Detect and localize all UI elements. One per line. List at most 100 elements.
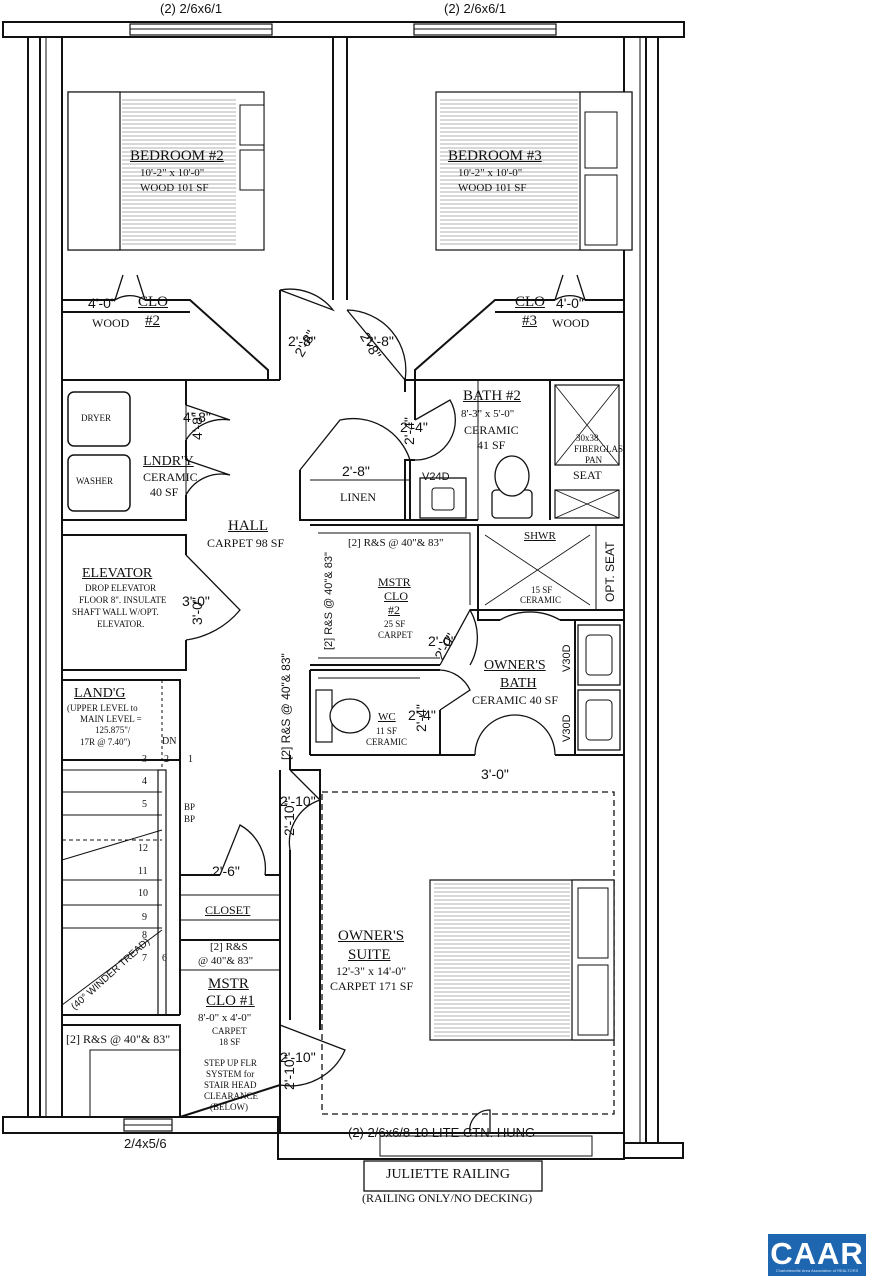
door-bed3: 2'-8" [366, 333, 394, 349]
door-elevator: 3'-0" [182, 593, 210, 609]
door-hall-suite: 2'-10" [280, 793, 316, 809]
interior-walls [61, 37, 625, 1133]
door-bath2: 2'-4" [400, 419, 428, 435]
juliette-railing [363, 1160, 543, 1192]
bottom-rs: [2] R&S @ 40"& 83" [66, 1032, 171, 1046]
step-up-l4: CLEARANCE [204, 1091, 258, 1101]
mstr-clo2-rs-side: [2] R&S @ 40"& 83" [323, 552, 335, 650]
stair-step-number: 4 [142, 776, 147, 787]
stair-step-number: 8 [142, 930, 147, 941]
clo2-name: CLO [138, 294, 168, 310]
step-up-l1: STEP UP FLR [204, 1058, 257, 1068]
wc-area: 11 SF [376, 726, 397, 736]
fixtures [67, 384, 621, 1192]
mstr-clo2-name1: MSTR [378, 575, 411, 589]
owners-bath-floor: CERAMIC 40 SF [472, 693, 559, 707]
bath2-vanity: V24D [422, 471, 450, 483]
wc-floor: CERAMIC [366, 737, 408, 747]
mstr-clo1-size: 8'-0" x 4'-0" [198, 1012, 252, 1024]
laundry-washer: WASHER [76, 476, 114, 486]
juliette-label: JULIETTE RAILING [386, 1167, 511, 1182]
step-up-l3: STAIR HEAD [204, 1080, 257, 1090]
mstr-clo2-floor: CARPET [378, 630, 413, 640]
logo-text: CAAR [770, 1236, 864, 1271]
laundry-floor: CERAMIC [143, 470, 198, 484]
landing-n3: 125.875"/ [95, 725, 131, 735]
stair-step-number: 3 [142, 754, 147, 765]
door-elevator-rotated: 3'-0" [189, 597, 205, 625]
door-owners-bath: 3'-0" [481, 766, 509, 782]
landing-n2: MAIN LEVEL = [80, 714, 142, 724]
bottom-window: 2/4x5/6 [124, 1136, 167, 1151]
stair-step-number: 10 [138, 888, 148, 899]
elevator-note2: FLOOR 8". INSULATE [79, 595, 167, 605]
top-window-left: (2) 2/6x6/1 [160, 1, 223, 16]
bedroom3-size: 10'-2" x 10'-0" [458, 167, 523, 179]
mstr-clo1-name1: MSTR [208, 976, 249, 992]
door-suite: 2'-10" [280, 1049, 316, 1065]
mstr-clo2-area: 25 SF [384, 619, 406, 629]
stair-step-number: 9 [142, 912, 147, 923]
stairs [61, 680, 167, 1016]
bedroom2-floor: WOOD 101 SF [140, 182, 209, 194]
vanity2-label: V30D [561, 714, 573, 742]
linen-label: LINEN [340, 490, 376, 504]
sink-basin-icon [431, 487, 455, 511]
owners-bath-name1: OWNER'S [484, 658, 546, 673]
bath2-pan1: 30x38 [576, 433, 599, 443]
mstr-clo1-rs1: [2] R&S [210, 941, 248, 953]
logo-subtitle: Charlottesville Area Association of REAL… [775, 1268, 859, 1273]
washer-icon [67, 454, 131, 512]
clo2-width: 4'-0" [88, 295, 116, 311]
shower-opt-seat: OPT. SEAT [603, 541, 617, 602]
mstr-clo2-num: #2 [388, 603, 400, 617]
door-wc-rotated: 2'-4" [413, 704, 429, 732]
landing-name: LAND'G [74, 686, 126, 701]
stair-step-number: 11 [138, 866, 148, 877]
top-window-right: (2) 2/6x6/1 [444, 1, 507, 16]
wc-bowl-icon [329, 698, 371, 734]
elevator-note4: ELEVATOR. [97, 619, 145, 629]
exterior-walls [2, 21, 685, 1160]
stair-step-number: 5 [142, 799, 147, 810]
clo3-num: #3 [522, 313, 537, 329]
bath2-pan3: PAN [585, 455, 603, 465]
hall-floor: CARPET 98 SF [207, 536, 285, 550]
mstr-clo2-name2: CLO [384, 589, 408, 603]
clo3-width: 4'-0" [556, 295, 584, 311]
shower-floor: CERAMIC [520, 595, 562, 605]
hall-name: HALL [228, 518, 268, 534]
elevator-note1: DROP ELEVATOR [85, 583, 157, 593]
toilet-bowl-icon [494, 455, 530, 497]
laundry-name: LNDR'Y [143, 454, 194, 469]
mstr-clo2-rs-top: [2] R&S @ 40"& 83" [348, 537, 444, 549]
dryer-icon [67, 391, 131, 447]
caar-logo: CAAR Charlottesville Area Association of… [768, 1234, 866, 1276]
step-up-l5: (BELOW) [210, 1102, 248, 1112]
door-closet: 2'-6" [212, 863, 240, 879]
landing-dn: DN [162, 736, 177, 747]
shower-area: 15 SF [531, 585, 553, 595]
owners-suite-floor: CARPET 171 SF [330, 979, 414, 993]
bedroom3-name: BEDROOM #3 [448, 148, 542, 164]
bed-hatching [122, 99, 578, 1037]
bath2-pan2: FIBERGLAS [574, 444, 624, 454]
stair-step-number: 6 [162, 953, 167, 964]
bedroom2-size: 10'-2" x 10'-0" [140, 167, 205, 179]
vanity1-label: V30D [561, 644, 573, 672]
laundry-area: 40 SF [150, 485, 179, 499]
door-bath2-rotated: 2'-4" [401, 417, 417, 445]
elevator-name: ELEVATOR [82, 566, 153, 581]
bath2-floor: CERAMIC [464, 423, 519, 437]
door-linen: 2'-8" [342, 463, 370, 479]
hall-rs-side: [2] R&S @ 40"& 83" [279, 653, 293, 760]
owners-bath-name2: BATH [500, 676, 537, 691]
wc-name: WC [378, 711, 396, 723]
mstr-clo1-rs2: @ 40"& 83" [198, 955, 254, 967]
door-bed2: 2'-8" [288, 333, 316, 349]
clo2-num: #2 [145, 313, 160, 329]
door-mstr-clo2: 2'-0" [428, 633, 456, 649]
door-laundry: 4'-8" [183, 409, 211, 425]
bath2-name: BATH #2 [463, 388, 521, 404]
